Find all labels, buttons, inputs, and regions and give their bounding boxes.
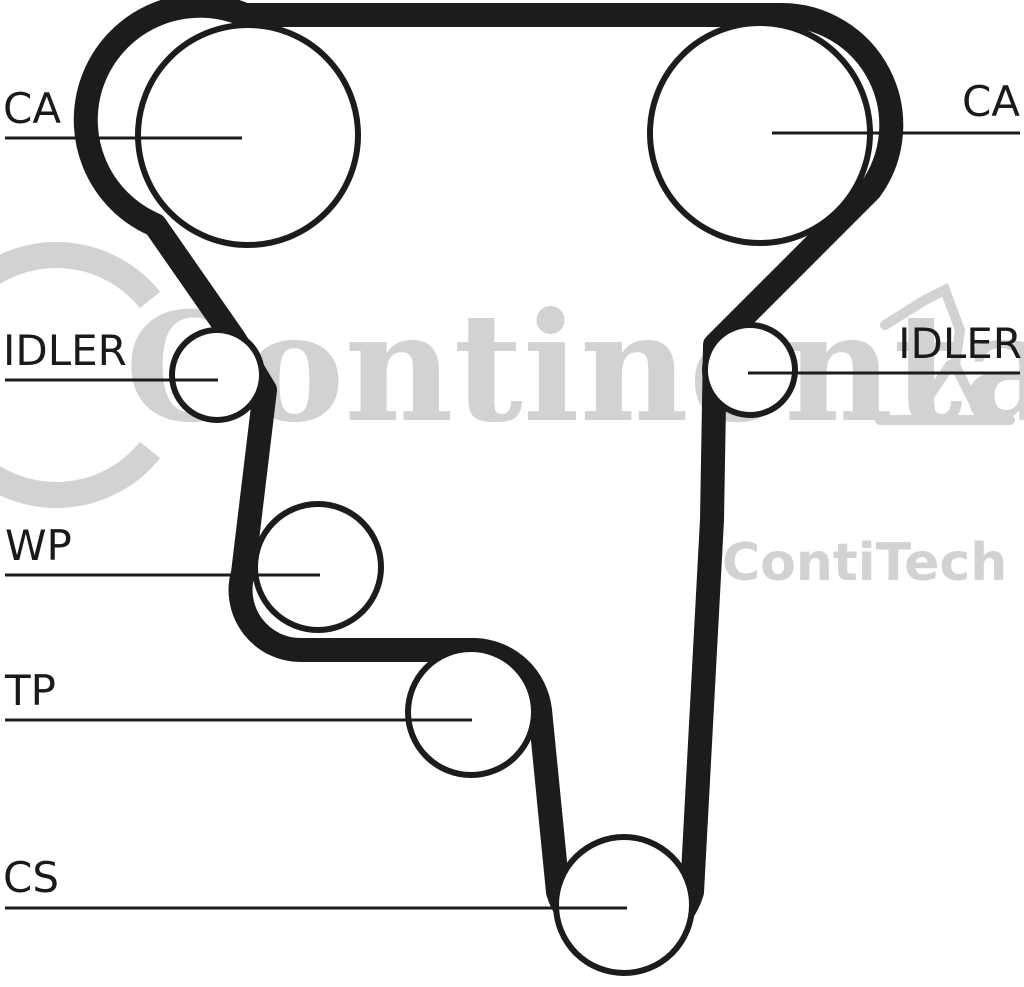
label-ca-right: CA [962, 77, 1020, 126]
idler-pulley-left [169, 327, 265, 423]
label-cs: CS [3, 853, 59, 902]
label-idler-left: IDLER [3, 326, 127, 375]
watermark-brand: Continental [125, 280, 1024, 456]
label-tp: TP [4, 666, 56, 715]
leader-lines [5, 131, 1020, 910]
crankshaft-pulley [553, 834, 695, 976]
label-wp: WP [5, 521, 72, 570]
watermark-sub-brand: ContiTech [722, 533, 1007, 593]
watermark: Continental ContiTech [0, 242, 1024, 593]
water-pump-pulley [252, 501, 384, 633]
continental-logo-arc-icon [0, 242, 161, 508]
idler-pulley-right [702, 322, 798, 418]
label-ca-left: CA [3, 84, 61, 133]
label-idler-right: IDLER [898, 319, 1022, 368]
camshaft-pulley-left [135, 22, 361, 248]
tensioner-pulley [405, 646, 537, 778]
